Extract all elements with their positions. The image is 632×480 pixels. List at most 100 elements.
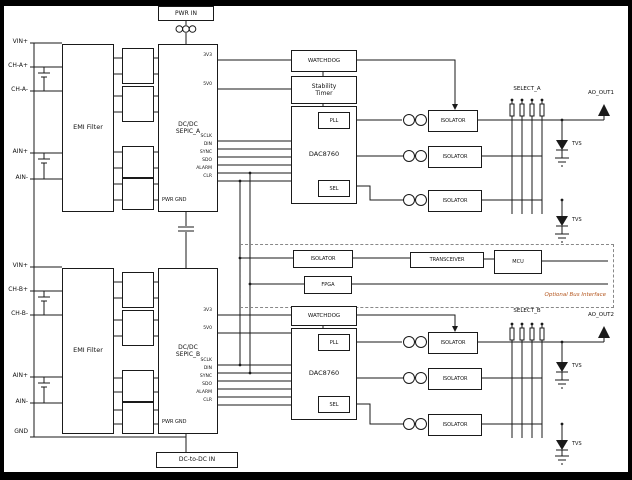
- optional-bus-interface-region: [240, 244, 614, 308]
- pll-subblock: PLL: [318, 334, 350, 351]
- pin-label-5v0: 5V0: [203, 82, 212, 87]
- ldo-block: [122, 370, 154, 402]
- diode-icon: [556, 362, 568, 372]
- isolator-block: ISOLATOR: [428, 146, 482, 168]
- pin-label-3v3: 3V3: [203, 53, 212, 58]
- pll-label: PLL: [329, 339, 339, 346]
- pin-label-spi: SDO: [202, 158, 212, 163]
- pin-label-spi: SCLK: [200, 134, 212, 139]
- pin-label-3v3: 3V3: [203, 308, 212, 313]
- ldo-block: [122, 272, 154, 308]
- bus-isolator-block: ISOLATOR: [293, 250, 353, 268]
- mcu-block: MCU: [494, 250, 542, 274]
- pin-label-spi: SYNC: [199, 374, 212, 379]
- isolator-block: ISOLATOR: [428, 414, 482, 436]
- isolator-label: ISOLATOR: [440, 118, 466, 124]
- ldo-block: [122, 402, 154, 434]
- ldo-block: [122, 48, 154, 84]
- tvs-label: TVS: [572, 363, 582, 369]
- ldo-block: [122, 178, 154, 210]
- dcdc-block: DC/DC SEPIC_A: [158, 44, 218, 212]
- diode-icon: [556, 216, 568, 226]
- dcdc-label: DC/DC SEPIC_B: [175, 343, 201, 358]
- isolator-label: ISOLATOR: [442, 422, 468, 428]
- stability-timer-block: Stability Timer: [291, 76, 357, 104]
- input-label: CH-B+: [8, 286, 28, 293]
- pwr-gnd-label: PWR GND: [162, 419, 187, 425]
- pwr-gnd-label: PWR GND: [162, 197, 187, 203]
- fpga-block: FPGA: [304, 276, 352, 294]
- isolator-block: ISOLATOR: [428, 368, 482, 390]
- ldo-block: [122, 146, 154, 178]
- emi-filter-label: EMI Filter: [73, 346, 103, 355]
- input-label: AIN-: [15, 174, 28, 181]
- emi-filter-block: EMI Filter: [62, 268, 114, 434]
- input-label: AIN+: [12, 148, 28, 155]
- watchdog-block: WATCHDOG: [291, 50, 357, 72]
- input-label: VIN+: [12, 38, 28, 45]
- isolator-block: ISOLATOR: [428, 190, 482, 212]
- isolator-label: ISOLATOR: [442, 154, 468, 160]
- output-arrow-icon: [598, 326, 610, 338]
- watchdog-label: WATCHDOG: [307, 312, 341, 319]
- isolator-block: ISOLATOR: [428, 332, 478, 354]
- pin-label-spi: CLR: [203, 174, 212, 179]
- tvs-label: TVS: [572, 141, 582, 147]
- sel-subblock: SEL: [318, 396, 350, 413]
- dac-label: DAC8760: [308, 369, 340, 378]
- pin-label-spi: DIN: [203, 366, 212, 371]
- dc-to-dc-in-label: DC-to-DC IN: [178, 456, 216, 464]
- output-arrow-icon: [598, 104, 610, 116]
- watchdog-block: WATCHDOG: [291, 306, 357, 326]
- input-label: AIN+: [12, 372, 28, 379]
- pin-label-spi: ALARM: [196, 390, 212, 395]
- dcdc-block: DC/DC SEPIC_B: [158, 268, 218, 434]
- select-bus-label: SELECT_B: [513, 308, 541, 314]
- pin-label-5v0: 5V0: [203, 326, 212, 331]
- stability-timer-label: Stability Timer: [311, 82, 337, 97]
- pwr-in-label: PWR IN: [175, 9, 197, 17]
- arrow-down-icon: [452, 104, 458, 110]
- output-label: AO_OUT1: [588, 90, 614, 96]
- isolator-label: ISOLATOR: [440, 340, 466, 346]
- pin-label-spi: CLR: [203, 398, 212, 403]
- coupling-transformer-icon: [403, 114, 427, 430]
- pin-label-spi: SDO: [202, 382, 212, 387]
- input-label: VIN+: [12, 262, 28, 269]
- sel-subblock: SEL: [318, 180, 350, 197]
- pin-label-spi: DIN: [203, 142, 212, 147]
- input-label: CH-B-: [11, 310, 28, 317]
- arrows-and-diodes: [238, 98, 610, 450]
- transformer-icon: [175, 25, 197, 33]
- emi-filter-label: EMI Filter: [73, 123, 103, 132]
- diode-icon: [556, 440, 568, 450]
- dcdc-label: DC/DC SEPIC_A: [175, 120, 201, 135]
- pin-label-spi: SCLK: [200, 358, 212, 363]
- pwr-in-block: PWR IN: [158, 6, 214, 21]
- optional-bus-interface-note: Optional Bus Interface: [544, 292, 607, 298]
- isolator-label: ISOLATOR: [442, 376, 468, 382]
- pll-subblock: PLL: [318, 112, 350, 129]
- diode-icon: [556, 140, 568, 150]
- transceiver-label: TRANSCEIVER: [429, 257, 465, 263]
- pin-label-spi: ALARM: [196, 166, 212, 171]
- fpga-label: FPGA: [321, 282, 335, 288]
- transceiver-block: TRANSCEIVER: [410, 252, 484, 268]
- battery-icon: [38, 67, 50, 403]
- resistor-icon: [509, 103, 545, 341]
- sel-label: SEL: [329, 401, 339, 408]
- bus-isolator-label: ISOLATOR: [310, 256, 336, 262]
- watchdog-label: WATCHDOG: [307, 57, 341, 64]
- dc-to-dc-in-block: DC-to-DC IN: [156, 452, 238, 468]
- select-bus-label: SELECT_A: [513, 86, 541, 92]
- output-label: AO_OUT2: [588, 312, 614, 318]
- dac-label: DAC8760: [308, 150, 340, 159]
- isolator-label: ISOLATOR: [442, 198, 468, 204]
- pll-label: PLL: [329, 117, 339, 124]
- sel-label: SEL: [329, 185, 339, 192]
- input-label: AIN-: [15, 398, 28, 405]
- input-label: CH-A-: [11, 86, 28, 93]
- emi-filter-block: EMI Filter: [62, 44, 114, 212]
